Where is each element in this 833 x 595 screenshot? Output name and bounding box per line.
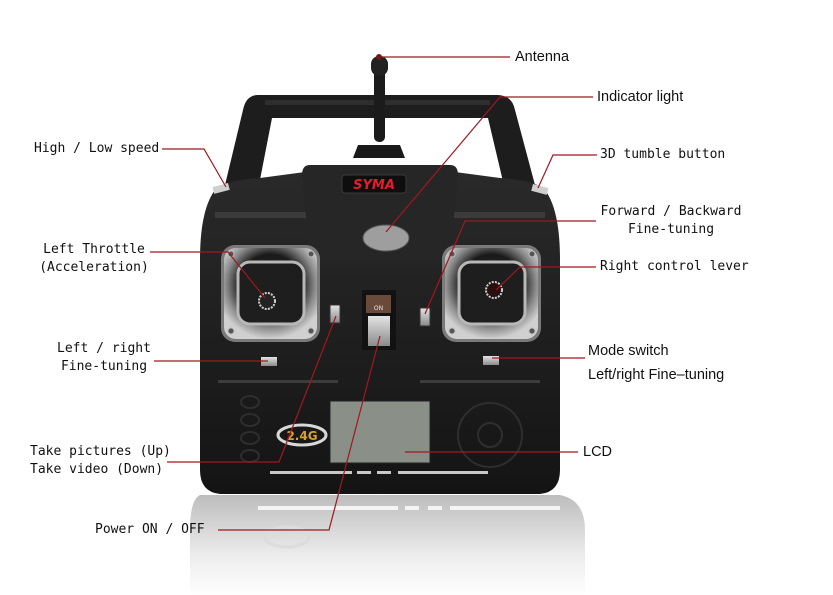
tumble-3d-button (531, 184, 549, 195)
label-left-right-line1: Left / right (57, 341, 151, 356)
syma-logo-plate (341, 174, 407, 194)
label-left-throttle-line1: Left Throttle (43, 242, 145, 257)
left-vertical-trim (329, 304, 341, 324)
label-left-right-line2: Fine-tuning (60, 359, 148, 374)
antenna (353, 54, 405, 158)
label-power-on-off: Power ON / OFF (95, 522, 205, 537)
leader-lines (150, 56, 597, 531)
indicator-light (362, 224, 410, 252)
label-take-pictures: Take pictures (Up) (30, 444, 171, 459)
band-badge: 2.4G (276, 423, 328, 447)
label-right-control-lever: Right control lever (600, 259, 749, 274)
svg-text:ON: ON (374, 305, 383, 312)
label-forward-backward-line2: Fine-tuning (627, 222, 715, 237)
label-left-right-fine-tuning-right: Left/right Fine–tuning (588, 367, 725, 383)
label-indicator-light: Indicator light (597, 89, 684, 105)
label-left-throttle: Left Throttle (Acceleration) (38, 241, 150, 277)
lcd-screen (329, 400, 431, 464)
label-take-pictures-video: Take pictures (Up) Take video (Down) (30, 443, 171, 479)
label-left-throttle-line2: (Acceleration) (39, 260, 149, 275)
label-3d-tumble: 3D tumble button (600, 147, 726, 162)
label-take-video: Take video (Down) (30, 462, 164, 477)
syma-logo: SYMA (353, 178, 395, 193)
floor-reflection (190, 495, 585, 595)
right-vertical-trim (419, 307, 431, 327)
mode-switch-trim (483, 356, 499, 365)
left-horizontal-trim (261, 357, 277, 366)
label-forward-backward-line1: Forward / Backward (600, 204, 742, 219)
left-stick-gimbal (221, 245, 320, 342)
right-dpad (457, 402, 523, 468)
svg-text:2.4G: 2.4G (286, 429, 317, 443)
label-left-right-trim: Left / right Fine-tuning (56, 340, 152, 376)
right-stick-gimbal (442, 245, 541, 342)
left-side-buttons (240, 395, 260, 463)
label-high-low-speed: High / Low speed (34, 141, 160, 156)
label-lcd: LCD (583, 444, 613, 460)
label-forward-backward-trim: Forward / Backward Fine-tuning (597, 203, 745, 239)
label-antenna: Antenna (515, 49, 570, 65)
label-mode-switch: Mode switch (588, 343, 669, 359)
